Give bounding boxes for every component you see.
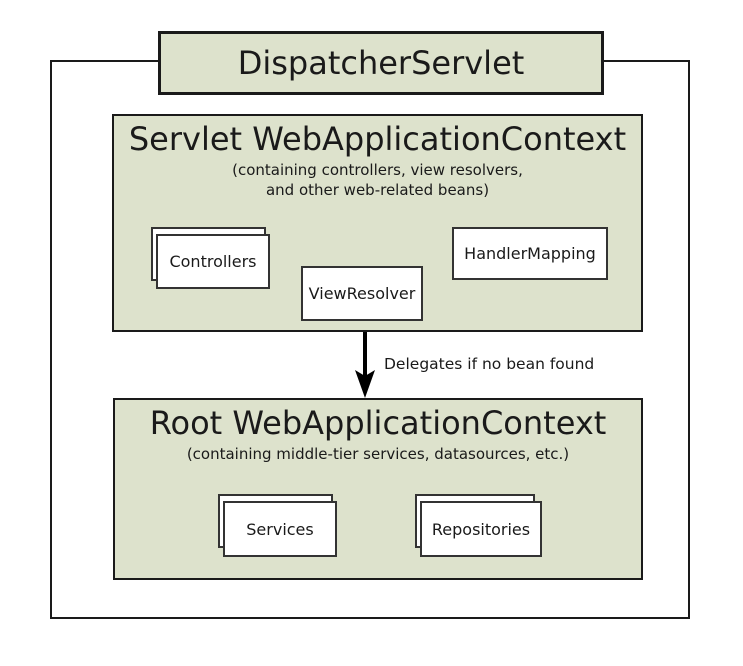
root-context-subtitle: (containing middle-tier services, dataso…	[186, 444, 570, 463]
view-resolver-box: ViewResolver	[301, 266, 423, 321]
delegation-arrow-label: Delegates if no bean found	[384, 355, 595, 373]
root-context-title: Root WebApplicationContext	[149, 404, 607, 442]
servlet-context-subtitle-line1: (containing controllers, view resolvers,	[232, 160, 523, 179]
servlet-context-box: Servlet WebApplicationContext (containin…	[112, 114, 643, 332]
services-box: Services	[223, 501, 337, 557]
delegation-arrow-icon	[355, 332, 375, 398]
repositories-box: Repositories	[420, 501, 542, 557]
servlet-context-subtitle-line2: and other web-related beans)	[265, 180, 490, 199]
root-context-box: Root WebApplicationContext (containing m…	[113, 398, 643, 580]
controllers-box: Controllers	[156, 234, 270, 289]
dispatcher-servlet-label: DispatcherServlet	[237, 43, 525, 82]
servlet-context-title: Servlet WebApplicationContext	[128, 120, 627, 158]
handler-mapping-box: HandlerMapping	[452, 227, 608, 280]
servlet-context-subtitle: (containing controllers, view resolvers,…	[114, 160, 641, 200]
dispatcher-servlet-box: DispatcherServlet	[158, 31, 604, 95]
